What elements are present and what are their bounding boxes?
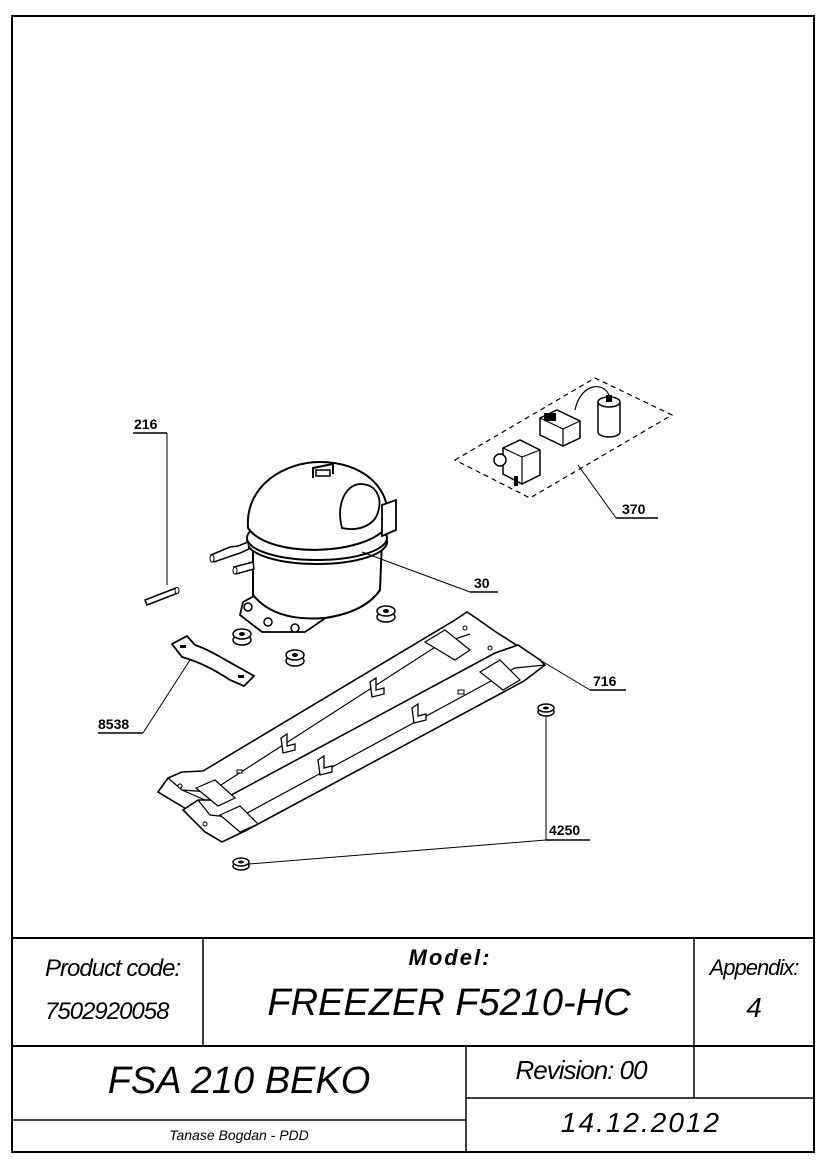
project-title: FSA 210 BEKO [107, 1060, 371, 1102]
part-370-electrical-kit [453, 377, 674, 519]
callout-370: 370 [622, 501, 646, 517]
model-label: Model: [408, 945, 492, 970]
part-216-tube [133, 432, 180, 606]
callout-8538: 8538 [98, 716, 129, 732]
model-value: FREEZER F5210-HC [267, 982, 631, 1024]
appendix-value: 4 [746, 992, 762, 1023]
revision: Revision: 00 [515, 1055, 647, 1085]
callout-716: 716 [593, 673, 617, 689]
part-4250-feet [232, 703, 590, 871]
date: 14.12.2012 [560, 1107, 722, 1138]
callout-4250: 4250 [549, 822, 580, 838]
callout-30: 30 [474, 575, 490, 591]
product-code-label: Product code: [45, 955, 181, 982]
part-30-compressor [209, 460, 498, 633]
author: Tanase Bogdan - PDD [169, 1127, 309, 1143]
callout-216: 216 [134, 416, 158, 432]
rubber-grommets [232, 605, 396, 667]
product-code-value: 7502920058 [45, 998, 169, 1025]
part-716-base-rails [156, 611, 626, 843]
part-8538-bracket [98, 634, 256, 734]
sheet-border [11, 15, 815, 1153]
title-block-grid [12, 937, 814, 1152]
appendix-label: Appendix: [709, 955, 800, 980]
